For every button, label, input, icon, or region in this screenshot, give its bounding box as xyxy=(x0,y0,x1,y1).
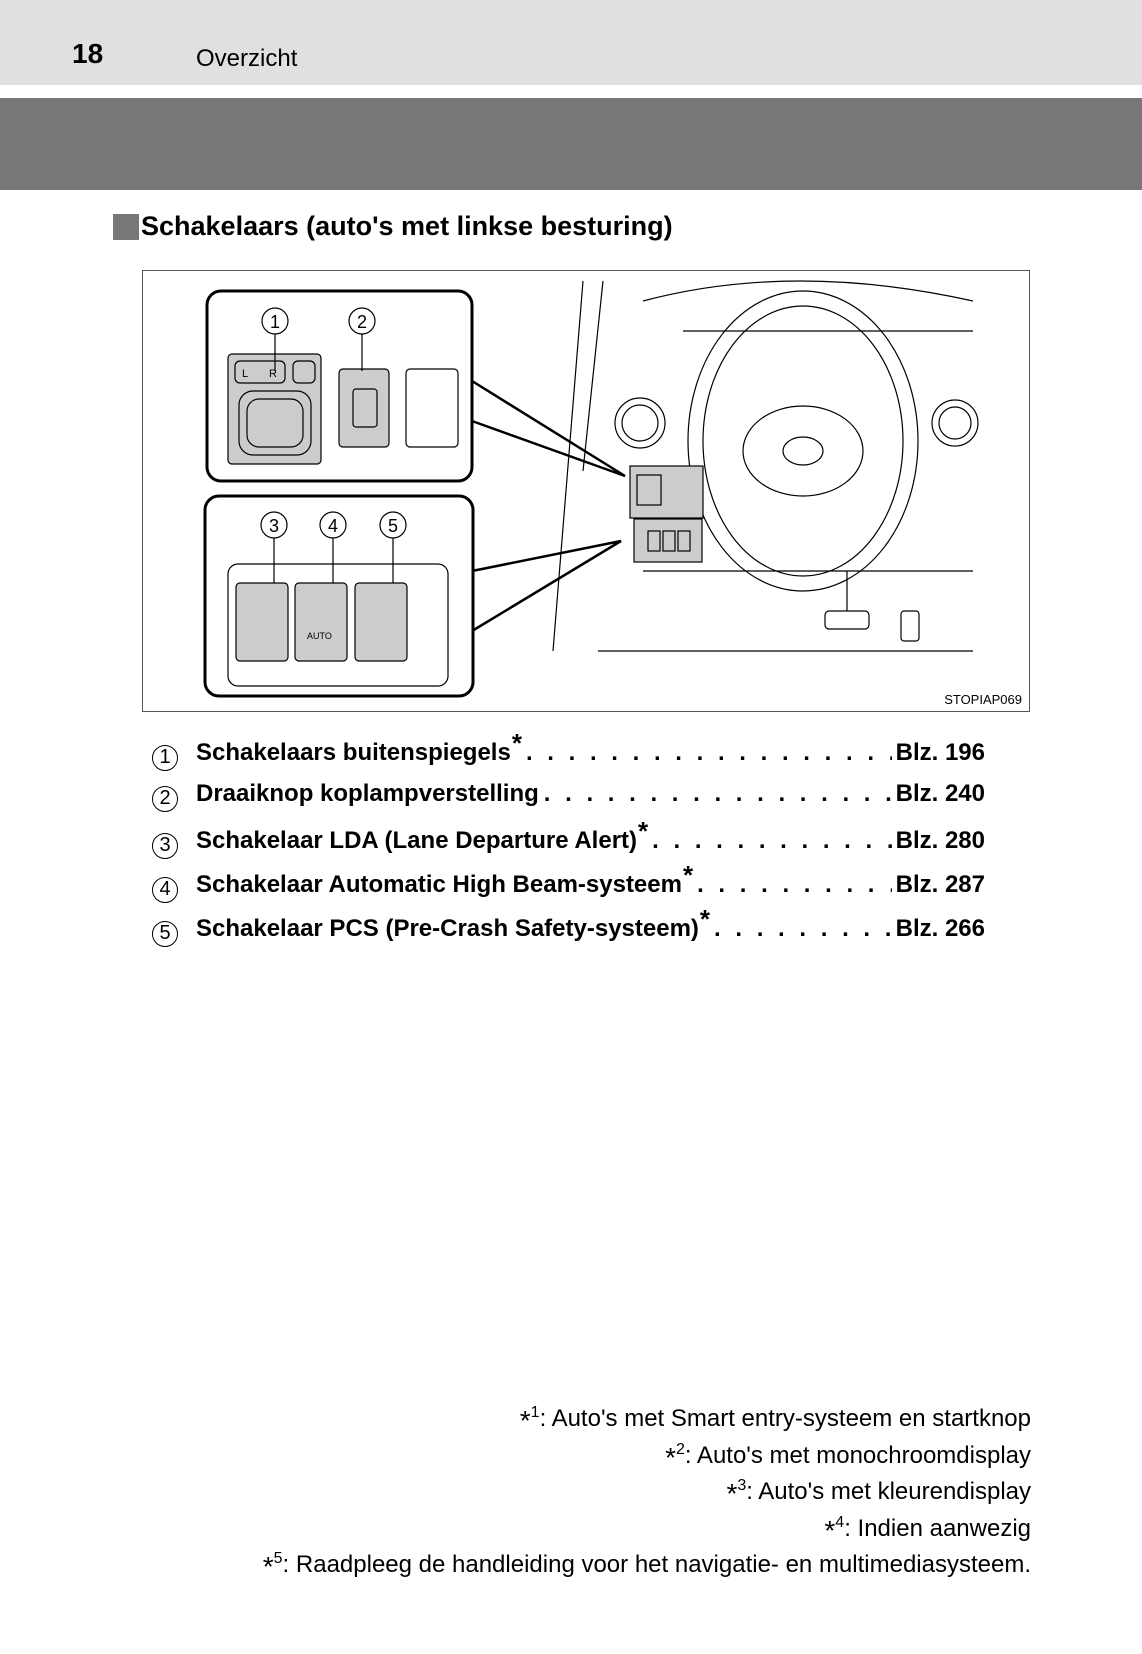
figure-id: STOPIAP069 xyxy=(944,692,1022,707)
page-header: 18 Overzicht xyxy=(0,0,1142,85)
asterisk: * xyxy=(511,728,522,758)
callout-3: 3 xyxy=(269,516,279,536)
leader-dots xyxy=(697,871,892,899)
leader-dots xyxy=(526,739,892,767)
asterisk: * xyxy=(699,904,711,934)
item-number: 4 xyxy=(152,876,178,903)
item-label: Schakelaar PCS (Pre-Crash Safety-systeem… xyxy=(196,915,699,942)
footnote-text: : Auto's met Smart entry-systeem en star… xyxy=(539,1405,1031,1432)
footnote-text: : Raadpleeg de handleiding voor het navi… xyxy=(282,1551,1031,1578)
footnote-text: : Indien aanwezig xyxy=(844,1514,1031,1542)
list-item: 1 Schakelaars buitenspiegels* Blz. 196 xyxy=(152,728,985,780)
list-item: 4 Schakelaar Automatic High Beam-systeem… xyxy=(152,860,985,912)
callout-2: 2 xyxy=(357,312,367,332)
footnote: *2: Auto's met monochroomdisplay xyxy=(263,1435,1031,1473)
footnote: *3: Auto's met kleurendisplay xyxy=(263,1471,1031,1509)
list-item: 2 Draaiknop koplampverstelling Blz. 240 xyxy=(152,780,985,824)
footnote-number: 3 xyxy=(737,1477,747,1494)
footnote: *1: Auto's met Smart entry-systeem en st… xyxy=(263,1398,1031,1436)
item-number: 3 xyxy=(152,832,178,859)
leader-dots xyxy=(652,827,891,855)
footnote-text: : Auto's met monochroomdisplay xyxy=(684,1441,1031,1469)
footnote-mark: * xyxy=(262,1551,274,1582)
footnote-mark: * xyxy=(726,1478,738,1509)
callout-4: 4 xyxy=(328,516,338,536)
switch-illustration: L R 1 2 AUTO 3 4 5 xyxy=(142,270,1030,712)
item-label: Schakelaar Automatic High Beam-systeem xyxy=(196,871,682,898)
asterisk: * xyxy=(682,860,694,890)
list-item: 3 Schakelaar LDA (Lane Departure Alert)*… xyxy=(152,816,985,868)
mirror-label-r: R xyxy=(269,368,277,380)
item-label: Draaiknop koplampverstelling xyxy=(196,780,539,807)
asterisk: * xyxy=(638,816,649,846)
footnote-number: 5 xyxy=(273,1550,283,1567)
footnote-mark: * xyxy=(519,1405,531,1436)
item-label: Schakelaars buitenspiegels xyxy=(196,739,511,766)
heading-square-icon xyxy=(113,213,139,240)
dashboard-drawing xyxy=(552,280,979,652)
leader-dots xyxy=(544,780,892,808)
page-ref[interactable]: Blz. 240 xyxy=(895,780,985,807)
inset-safety-buttons: AUTO 3 4 5 xyxy=(203,494,475,698)
footnote-text: : Auto's met kleurendisplay xyxy=(746,1478,1031,1505)
auto-label: AUTO xyxy=(307,631,332,641)
footnote-number: 4 xyxy=(835,1513,845,1531)
footnote: *5: Raadpleeg de handleiding voor het na… xyxy=(262,1544,1031,1582)
item-label: Schakelaar LDA (Lane Departure Alert) xyxy=(196,827,638,854)
footnote-mark: * xyxy=(824,1514,836,1546)
item-number: 5 xyxy=(152,920,178,947)
callout-5: 5 xyxy=(388,516,398,536)
page-ref[interactable]: Blz. 287 xyxy=(895,871,985,898)
page-ref[interactable]: Blz. 280 xyxy=(895,827,985,854)
item-number: 1 xyxy=(152,744,178,771)
callout-1: 1 xyxy=(270,312,280,332)
page-ref[interactable]: Blz. 266 xyxy=(895,915,985,942)
footnote-number: 1 xyxy=(530,1404,540,1421)
page-ref[interactable]: Blz. 196 xyxy=(895,739,985,766)
mirror-label-l: L xyxy=(242,368,248,380)
list-item: 5 Schakelaar PCS (Pre-Crash Safety-syste… xyxy=(152,904,985,956)
footnotes: *1: Auto's met Smart entry-systeem en st… xyxy=(262,1398,1031,1582)
section-heading: Schakelaars (auto's met linkse besturing… xyxy=(113,211,673,242)
leader-dots xyxy=(714,915,892,943)
inset-mirror-headlamp: L R 1 2 xyxy=(205,289,474,483)
footnote-number: 2 xyxy=(676,1440,685,1458)
heading-text: Schakelaars (auto's met linkse besturing… xyxy=(141,211,673,241)
footnote: *4: Indien aanwezig xyxy=(263,1508,1031,1546)
footnote-mark: * xyxy=(665,1441,677,1473)
page-number: 18 xyxy=(72,38,104,69)
item-number: 2 xyxy=(152,785,178,812)
section-title: Overzicht xyxy=(196,45,298,72)
header-band xyxy=(0,98,1142,190)
switch-list: 1 Schakelaars buitenspiegels* Blz. 196 2… xyxy=(152,728,985,956)
